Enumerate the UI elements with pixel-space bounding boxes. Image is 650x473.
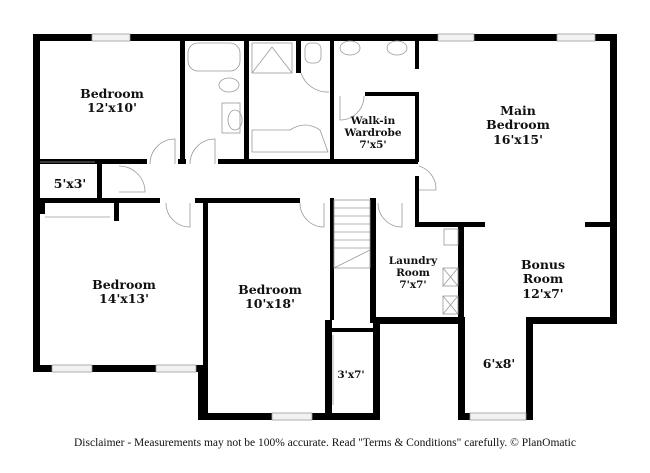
windows — [51, 33, 596, 421]
room-label-closet-3x7: 3'x7' — [337, 369, 365, 381]
room-label-alcove-6x8: 6'x8' — [482, 356, 516, 371]
room-label-bedroom-sw: Bedroom 14'x13' — [92, 277, 156, 307]
room-label-main-bedroom: Main Bedroom 16'x15' — [486, 103, 550, 147]
stairs — [333, 199, 371, 269]
doors — [40, 72, 437, 405]
fixtures — [187, 40, 459, 315]
room-label-bonus-room: Bonus Room 12'x7' — [520, 257, 566, 301]
room-label-laundry-room: Laundry Room 7'x7' — [388, 255, 438, 292]
room-label-walk-in-wardrobe: Walk-in Wardrobe 7'x5' — [344, 115, 402, 152]
disclaimer-text: Disclaimer - Measurements may not be 100… — [74, 437, 576, 449]
room-label-bedroom-center: Bedroom 10'x18' — [238, 282, 302, 312]
room-label-bedroom-nw: Bedroom 12'x10' — [80, 86, 144, 116]
room-label-closet-5x3: 5'x3' — [53, 176, 87, 191]
interior-walls — [40, 41, 617, 420]
